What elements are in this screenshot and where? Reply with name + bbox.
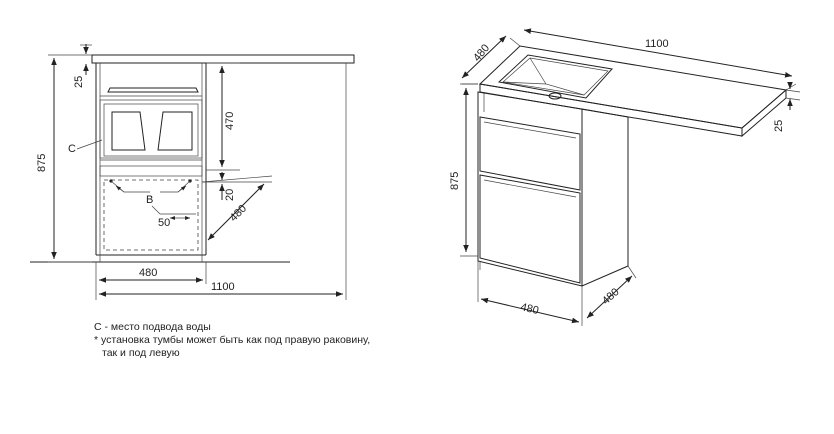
- front-view: C B 50 875: [30, 44, 355, 300]
- dim-cabinet-width: 480: [95, 262, 207, 300]
- dim-iso-bottom-width: 480: [477, 270, 583, 326]
- iso-dim-480-top-label: 480: [471, 42, 492, 64]
- note-water-supply: C - место подвода воды: [94, 321, 211, 333]
- iso-dim-875-label: 875: [449, 172, 461, 190]
- dim-470-label: 470: [224, 112, 236, 130]
- sink-basin-side: [99, 87, 203, 161]
- dim-iso-depth: 480: [461, 35, 521, 85]
- cabinet-side-face: [581, 108, 629, 287]
- iso-dim-1100-label: 1100: [645, 38, 669, 50]
- dim-total-width: 1100: [99, 63, 347, 300]
- dim-sink-zone: 470: [206, 62, 240, 171]
- dim-top-thickness: 25: [73, 44, 92, 88]
- label-c: C: [68, 143, 76, 155]
- dim-iso-thickness: 25: [773, 82, 801, 132]
- water-supply-marker: C: [68, 139, 103, 155]
- label-b: B: [146, 194, 153, 206]
- note-installation: * установка тумбы может быть как под пра…: [94, 334, 371, 346]
- cabinet-side-outline: [95, 63, 207, 262]
- iso-dim-480-bottom-label: 480: [519, 301, 540, 317]
- dim-diagonal-depth: 480: [201, 175, 273, 241]
- dim-480-diag-label: 480: [228, 203, 249, 224]
- dim-iso-bottom-depth: 480: [586, 265, 637, 319]
- dim-480-width-label: 480: [139, 267, 157, 279]
- iso-dim-25-label: 25: [773, 120, 785, 132]
- dim-total-height: 875: [36, 54, 92, 263]
- note-installation-cont: так и под левую: [102, 347, 180, 359]
- drawer-zone-side: B 50: [99, 165, 203, 251]
- sink-basin-iso: [497, 54, 613, 100]
- dim-iso-height: 875: [449, 83, 478, 257]
- drawer-top: [479, 116, 581, 191]
- drawer-bottom: [479, 174, 581, 284]
- isometric-view: 480 1100 875 25 480 48: [449, 28, 801, 326]
- dim-offset-50: 50: [158, 217, 170, 229]
- cabinet-front-face: [477, 91, 583, 287]
- dim-20-label: 20: [224, 189, 236, 201]
- dim-1100-label: 1100: [211, 281, 235, 293]
- dim-iso-length: 1100: [523, 28, 797, 91]
- dim-875-label: 875: [36, 154, 48, 172]
- countertop-side: [91, 54, 355, 64]
- dim-25-label: 25: [73, 76, 85, 88]
